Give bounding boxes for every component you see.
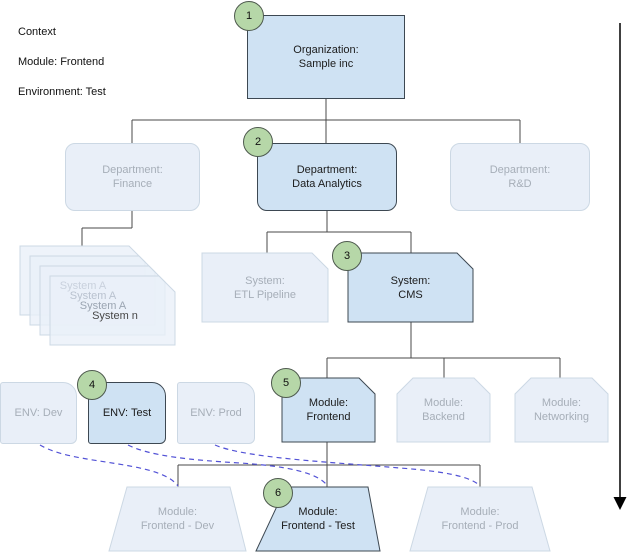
node-organization-label-line2: Sample inc — [298, 58, 354, 70]
system-etl-shape — [201, 252, 329, 323]
connector-cms-to-modules — [326, 322, 561, 378]
node-env-prod: ENV: Prod — [177, 382, 255, 444]
node-rnd-label-line1: Department: — [489, 164, 551, 176]
step-badge-5: 5 — [271, 368, 301, 398]
node-organization-label-line1: Organization: — [293, 44, 359, 56]
context-environment: Environment: Test — [18, 86, 106, 98]
node-data-analytics-label-line2: Data Analytics — [292, 178, 362, 190]
connector-frontend-to-deployments — [177, 442, 481, 487]
connector-org-to-departments — [131, 119, 521, 143]
timeline-arrow — [613, 23, 627, 510]
node-finance-label-line2: Finance — [112, 178, 153, 190]
node-data-analytics-label-line1: Department: — [296, 164, 358, 176]
node-env-prod-label: ENV: Prod — [190, 407, 242, 419]
node-env-dev-label: ENV: Dev — [14, 407, 63, 419]
step-badge-2: 2 — [243, 127, 273, 157]
context-title: Context — [18, 26, 56, 38]
node-department-rnd: Department: R&D — [450, 143, 590, 211]
step-badge-6: 6 — [263, 478, 293, 508]
module-backend-shape — [396, 377, 491, 443]
node-department-data-analytics: Department: Data Analytics — [257, 143, 397, 211]
connector-finance-to-system-stack — [81, 211, 133, 246]
node-organization: Organization: Sample inc — [247, 15, 405, 99]
system-cms-shape — [347, 252, 474, 323]
timeline-arrowhead — [613, 497, 627, 510]
node-env-dev: ENV: Dev — [0, 382, 77, 444]
connector-data-analytics-to-systems — [266, 211, 412, 253]
node-department-finance: Department: Finance — [65, 143, 200, 211]
node-env-test-label: ENV: Test — [102, 407, 152, 419]
context-note: Context Module: Frontend Environment: Te… — [18, 10, 106, 115]
step-badge-3: 3 — [332, 241, 362, 271]
step-2-number: 2 — [254, 136, 262, 148]
step-badge-4: 4 — [77, 370, 107, 400]
step-1-number: 1 — [245, 10, 253, 22]
step-4-number: 4 — [88, 379, 96, 391]
step-3-number: 3 — [343, 250, 351, 262]
system-stack-card-4 — [49, 275, 176, 346]
step-6-number: 6 — [274, 487, 282, 499]
step-badge-1: 1 — [234, 1, 264, 31]
step-5-number: 5 — [282, 377, 290, 389]
deploy-prod-shape — [409, 486, 551, 552]
node-finance-label-line1: Department: — [102, 164, 163, 176]
env-dev-mapping-dashed-line — [39, 444, 179, 487]
env-prod-mapping-dashed-line — [214, 444, 481, 487]
node-rnd-label-line2: R&D — [508, 178, 532, 190]
context-module: Module: Frontend — [18, 56, 105, 68]
module-networking-shape — [514, 377, 609, 443]
deploy-dev-shape — [108, 486, 247, 552]
